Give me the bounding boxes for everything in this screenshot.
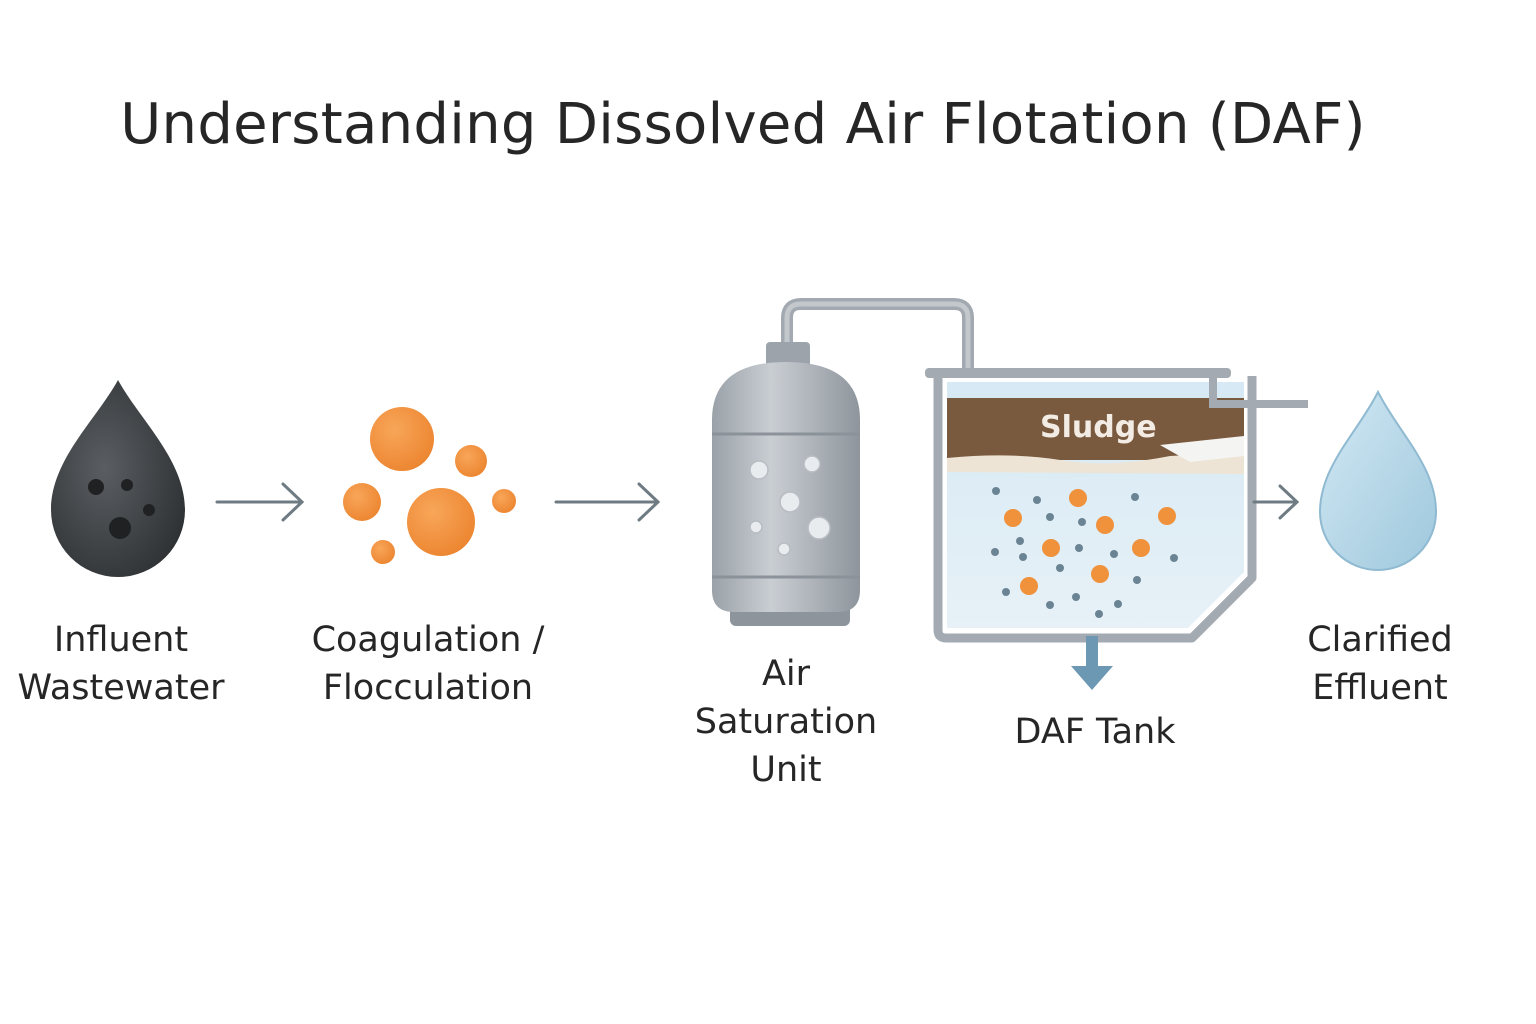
floc-particles-icon bbox=[343, 407, 516, 564]
flow-arrow bbox=[1252, 484, 1300, 520]
air-pipe bbox=[781, 298, 974, 372]
flotation-tank-icon bbox=[925, 368, 1308, 690]
stage-label-influent: Influent Wastewater bbox=[17, 620, 225, 708]
sludge-layer-label: Sludge bbox=[1040, 410, 1157, 445]
stage-label-daf-tank: DAF Tank bbox=[1014, 712, 1176, 752]
page-title: Understanding Dissolved Air Flotation (D… bbox=[120, 92, 1366, 157]
stage-label-saturation: Air Saturation Unit bbox=[694, 654, 878, 790]
pressure-tank-icon bbox=[712, 342, 860, 626]
stage-label-coagulation: Coagulation / Flocculation bbox=[311, 620, 545, 708]
flow-arrow bbox=[215, 482, 305, 522]
flow-arrow bbox=[554, 482, 661, 522]
outlet-arrow-icon bbox=[1071, 636, 1113, 690]
stage-label-effluent: Clarified Effluent bbox=[1307, 620, 1453, 708]
clean-water-drop-icon bbox=[1318, 389, 1438, 571]
dirty-water-drop-icon bbox=[51, 380, 185, 577]
